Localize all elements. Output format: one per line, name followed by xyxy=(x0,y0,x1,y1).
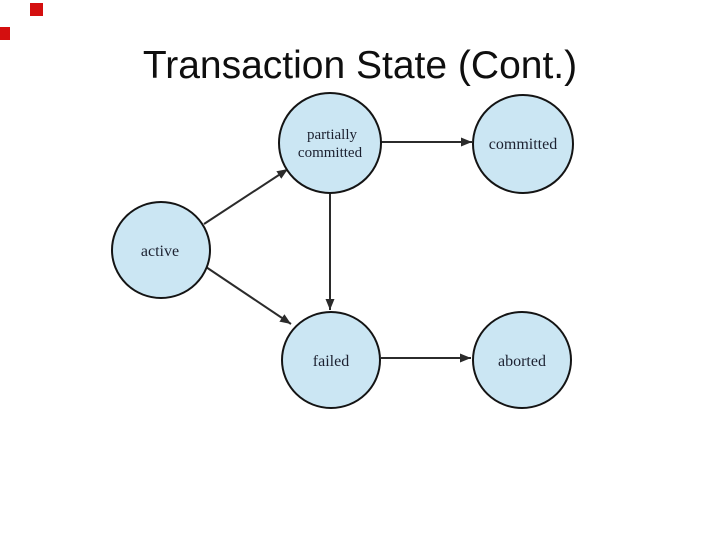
edge-active-to-failed xyxy=(205,266,292,325)
state-circle xyxy=(278,92,382,194)
state-node-aborted: aborted xyxy=(472,311,572,409)
red-mark-icon xyxy=(30,3,43,16)
slide-title: Transaction State (Cont.) xyxy=(142,44,578,87)
state-node-active: active xyxy=(111,201,211,299)
state-circle xyxy=(111,201,211,299)
state-circle xyxy=(472,94,574,194)
state-circle xyxy=(472,311,572,409)
red-mark-icon xyxy=(0,27,10,40)
state-label: committed xyxy=(489,136,557,153)
state-label: active xyxy=(141,243,179,260)
state-circle xyxy=(281,311,381,409)
state-label: partially xyxy=(307,127,357,143)
state-node-partially-committed: partially committed xyxy=(278,92,382,194)
edge-active-to-partially-committed xyxy=(203,168,289,225)
state-node-committed: committed xyxy=(472,94,574,194)
state-label: aborted xyxy=(498,353,546,370)
state-label: committed xyxy=(298,145,363,161)
state-label: failed xyxy=(313,353,349,370)
state-node-failed: failed xyxy=(281,311,381,409)
